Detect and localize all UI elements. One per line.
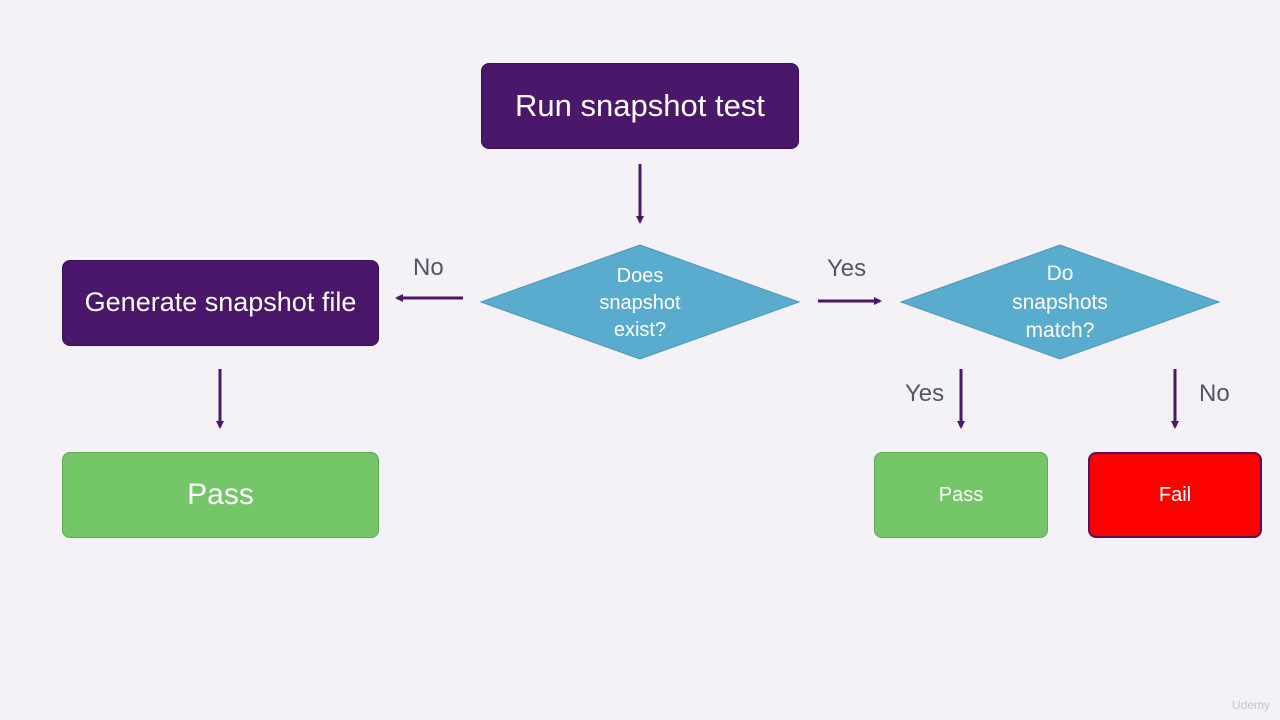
edge-label-no-down: No [1199,380,1230,407]
decision-exists-line-3: exist? [613,318,667,341]
start-node-run-snapshot-test: Run snapshot test [481,63,799,149]
start-node-label: Run snapshot test [515,87,765,123]
decision-exists-diamond [479,244,801,360]
decision-exists-line-1: Does [616,264,664,287]
pass-right-label: Pass [938,483,984,506]
decision-exists-label: Does snapshot exist? [560,256,720,350]
fail-label: Fail [1158,483,1192,506]
decision-match-line-1: Do [1046,262,1074,286]
decision-match-line-3: match? [1025,319,1095,343]
decision-exists-line-2: snapshot [599,291,681,314]
watermark-logo: Udemy [1231,698,1270,712]
decision-match-diamond [899,244,1221,360]
fail-node: Fail [1088,452,1262,538]
generate-snapshot-node: Generate snapshot file [62,260,379,346]
pass-left-label: Pass [187,478,254,512]
pass-node-right: Pass [874,452,1048,538]
edge-label-yes-right: Yes [827,255,867,282]
pass-node-left: Pass [62,452,379,538]
decision-match-line-2: snapshots [1012,290,1108,314]
edge-label-no-left: No [413,254,444,281]
generate-snapshot-label: Generate snapshot file [84,287,357,318]
decision-match-label: Do snapshots match? [980,256,1140,350]
edge-label-yes-down: Yes [905,380,945,407]
